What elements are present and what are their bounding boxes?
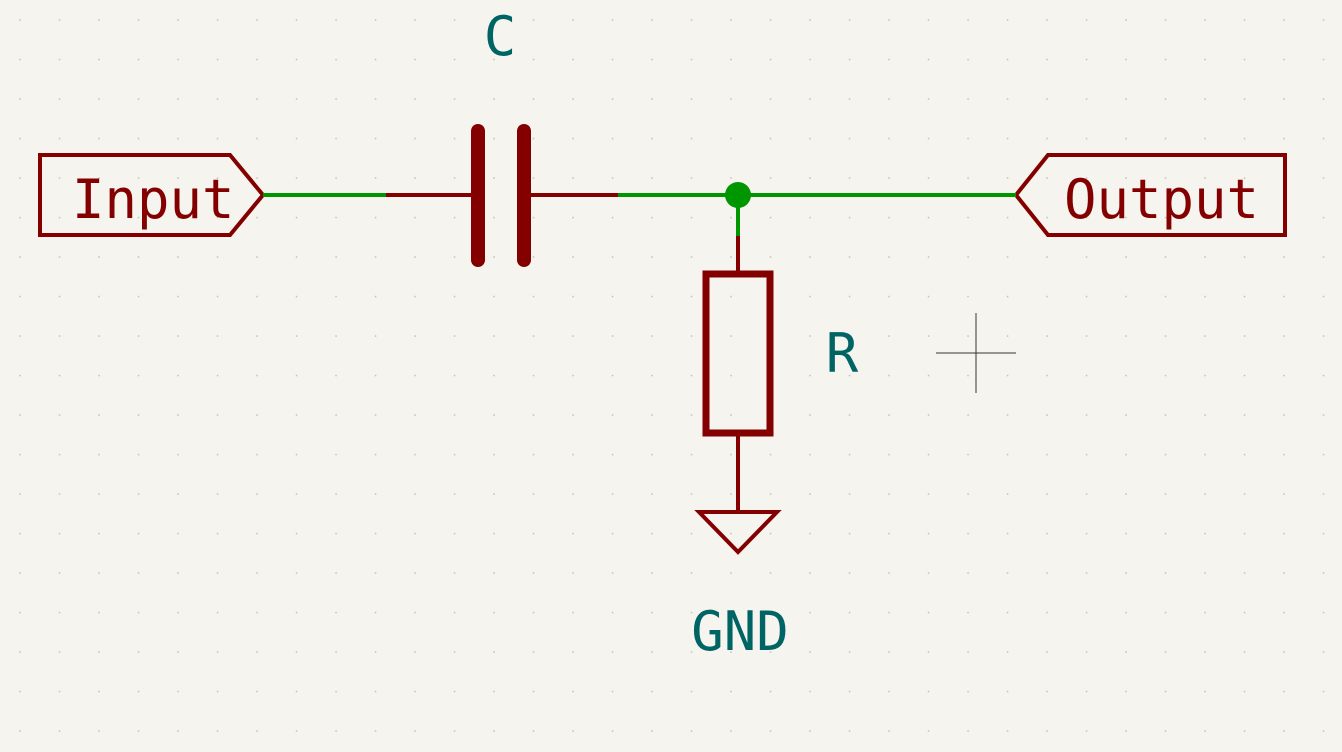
output-label-text: Output (1064, 168, 1259, 231)
wires (263, 193, 1016, 236)
crosshair-cursor-icon (936, 313, 1016, 393)
ground-symbol[interactable] (694, 510, 782, 555)
resistor-symbol[interactable] (702, 236, 774, 512)
resistor-reference[interactable]: R (826, 322, 859, 385)
input-label-text: Input (72, 168, 235, 231)
capacitor-reference[interactable]: C (484, 5, 517, 68)
input-global-label[interactable]: Input (38, 153, 266, 237)
junction-dot[interactable] (725, 182, 751, 208)
grid-dots (19, 19, 1325, 732)
output-global-label[interactable]: Output (1013, 153, 1287, 237)
ground-label[interactable]: GND (691, 600, 789, 663)
capacitor-symbol[interactable] (386, 124, 618, 267)
